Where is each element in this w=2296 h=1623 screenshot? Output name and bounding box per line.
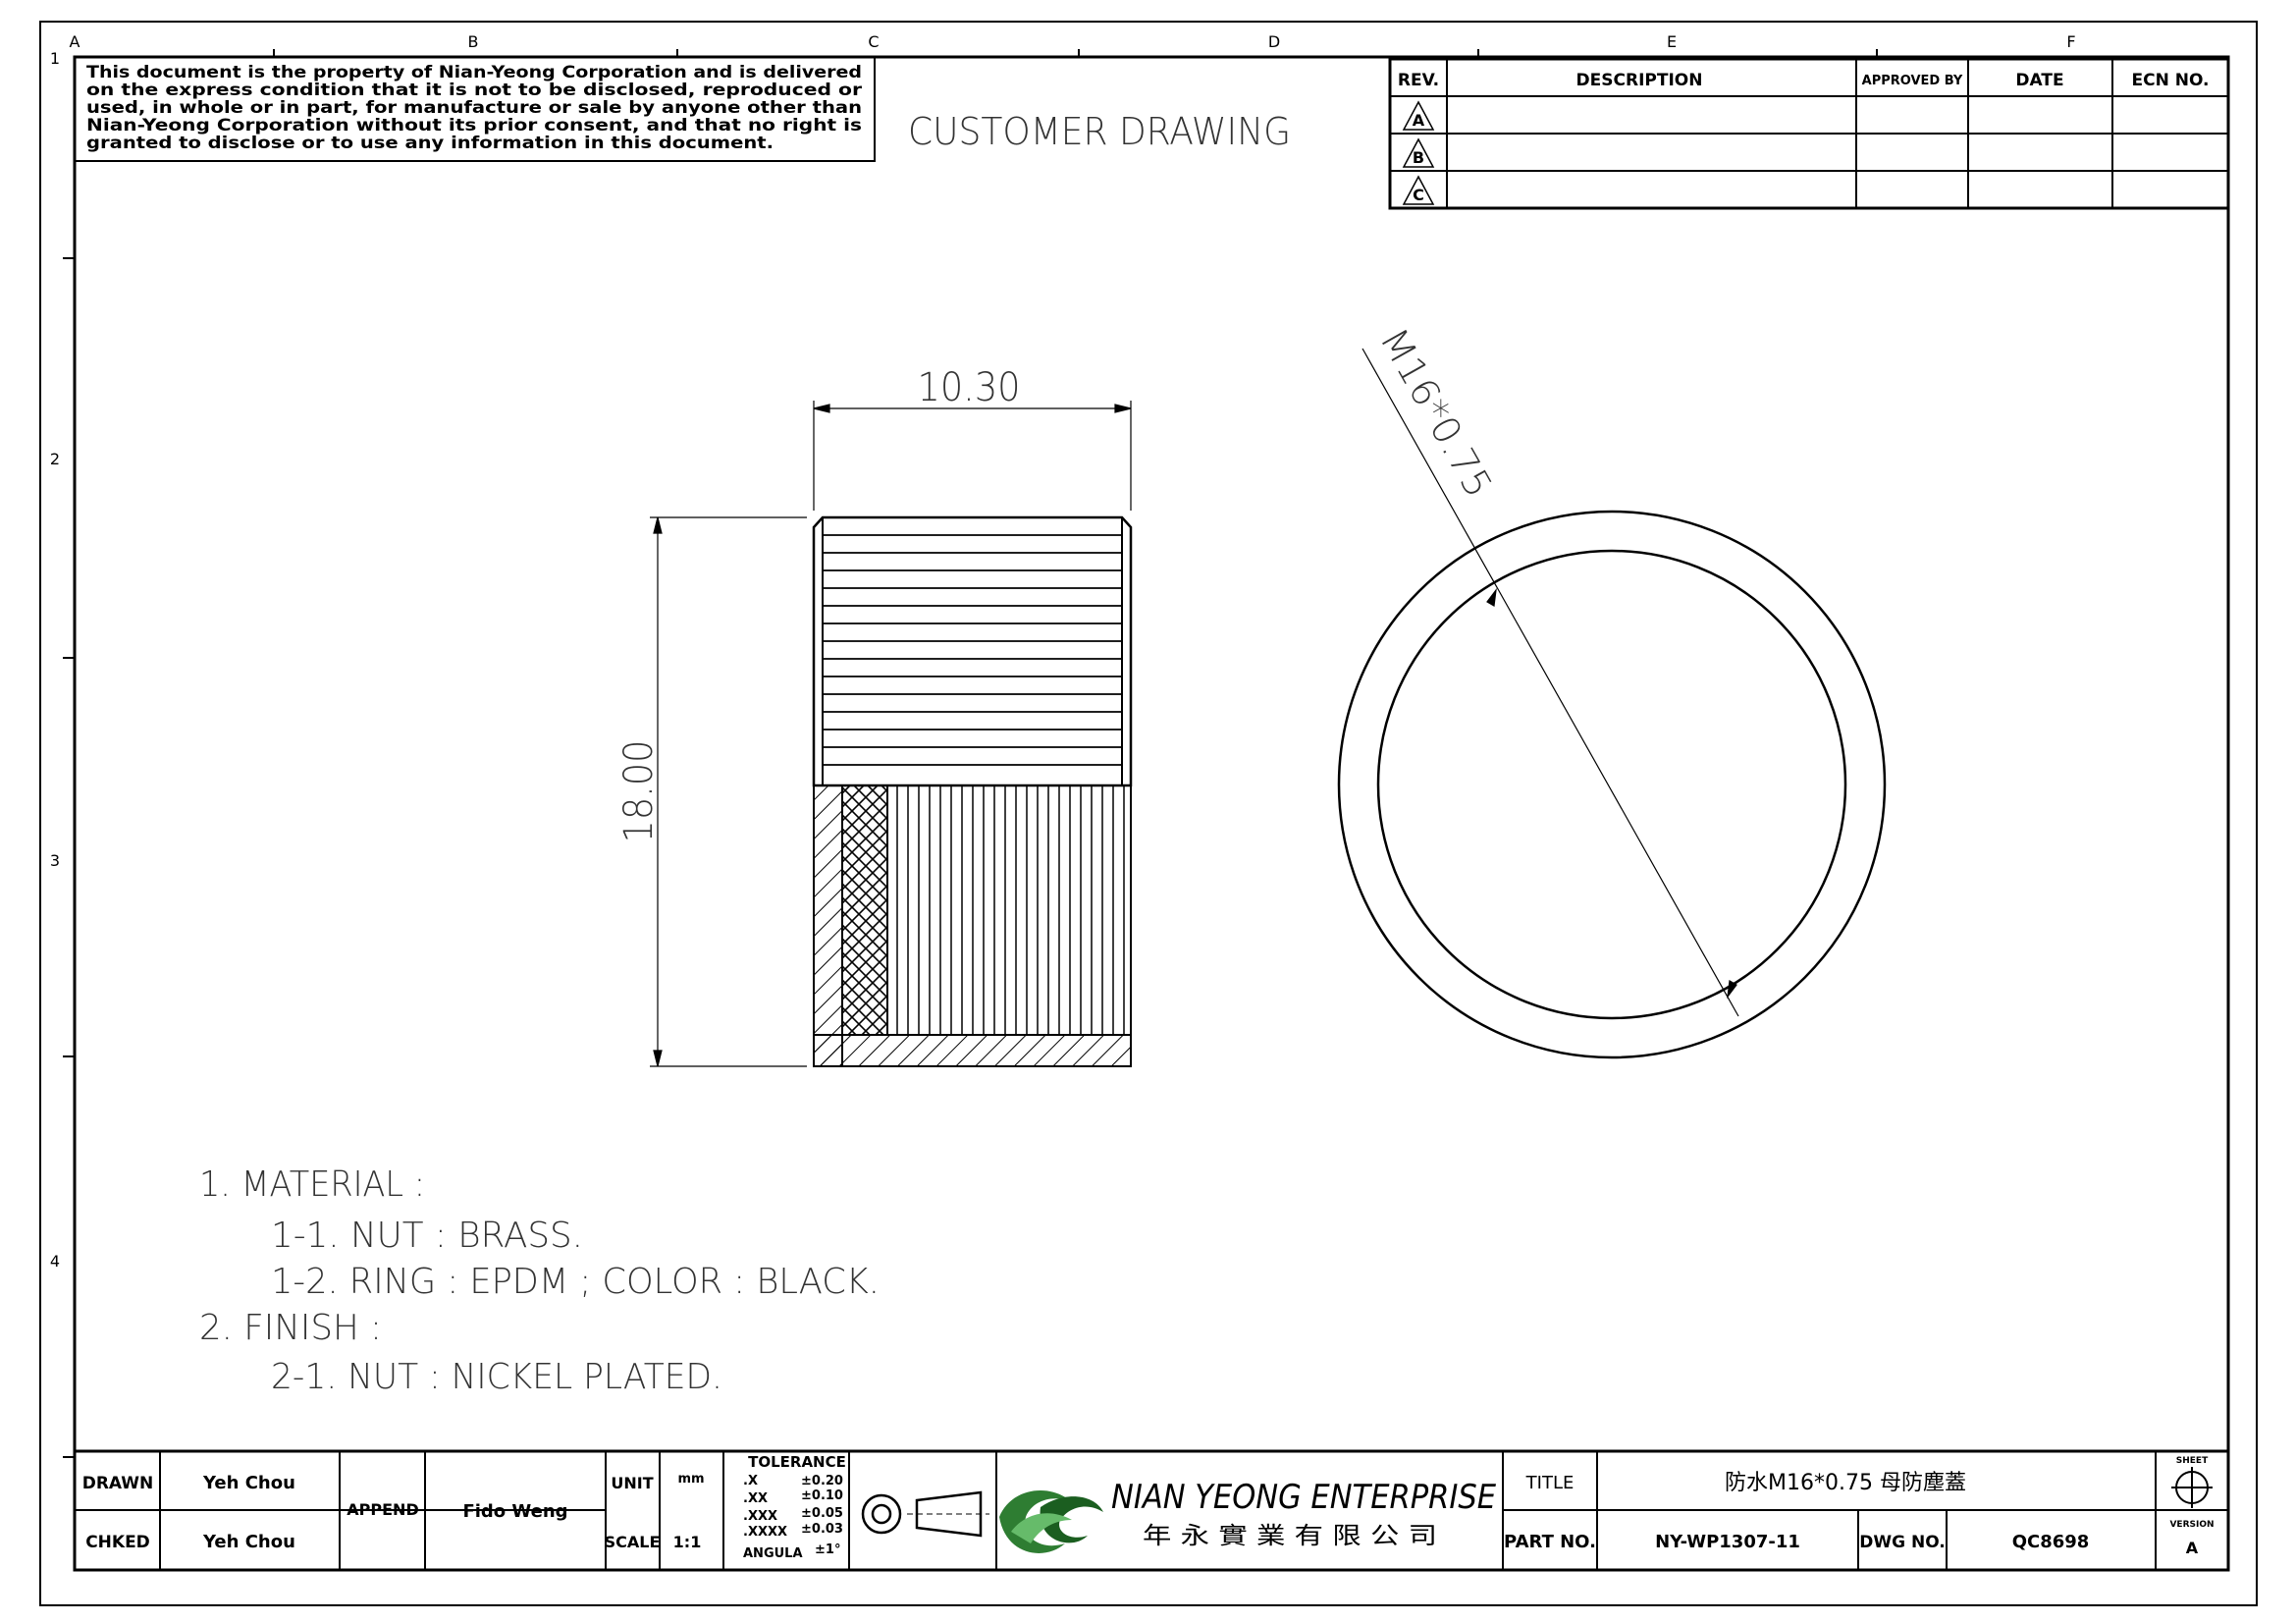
description-header: DESCRIPTION (1576, 71, 1703, 90)
inner-diameter-circle (1376, 549, 1847, 1020)
zone-ticks (63, 49, 1878, 1458)
tolerance-value-3: ±0.05 (801, 1506, 843, 1521)
part-no-value: NY-WP1307-11 (1655, 1532, 1800, 1552)
title-value: 防水M16*0.75 母防塵蓋 (1725, 1471, 1966, 1495)
projection-symbol-icon (861, 1490, 989, 1538)
epdm-ring-section (841, 784, 888, 1036)
tolerance-table: TOLERANCE .X ±0.20 .XX ±0.10 .XXX ±0.05 … (743, 1453, 846, 1561)
inner-border (73, 55, 2230, 1572)
nut-base-section (813, 1034, 1132, 1067)
internal-thread-region (886, 784, 1132, 1036)
append-label: APPEND (347, 1500, 418, 1519)
thread-lines (896, 785, 1125, 1035)
outer-border (39, 21, 2258, 1606)
notice-line-2: on the express condition that it is not … (86, 81, 863, 100)
drawn-label: DRAWN (82, 1474, 154, 1493)
checked-by-value: Yeh Chou (202, 1532, 295, 1552)
height-dimension (650, 516, 807, 1067)
notice-line-3: used, in whole or in part, for manufactu… (86, 98, 862, 118)
zone-col-e: E (1667, 32, 1677, 51)
zone-col-f: F (2066, 32, 2075, 51)
company-name: NIAN YEONG ENTERPRISE (1111, 1478, 1496, 1517)
zone-row-2: 2 (50, 450, 60, 468)
tolerance-value-5: ±1° (815, 1542, 840, 1557)
zone-row-4: 4 (50, 1252, 60, 1271)
scale-label: SCALE (605, 1533, 661, 1551)
zone-col-c: C (868, 32, 879, 51)
company-logo-icon (999, 1490, 1103, 1553)
height-dimension-value: 18.00 (616, 740, 662, 843)
nut-section-view (812, 515, 1133, 1067)
part-no-label: PART NO. (1504, 1532, 1596, 1552)
notice-line-5: granted to disclose or to use any inform… (86, 134, 774, 153)
zone-row-3: 3 (50, 851, 60, 870)
nut-wall-section (813, 784, 843, 1067)
tolerance-value-1: ±0.20 (801, 1474, 843, 1488)
rev-header: REV. (1398, 71, 1439, 90)
width-dimension-value: 10.30 (918, 365, 1021, 410)
zone-row-labels: 1 2 3 4 (50, 49, 60, 1271)
width-dimension (813, 401, 1132, 511)
tolerance-format-2: .XX (743, 1491, 768, 1506)
knurl-lines (823, 534, 1122, 766)
rev-a-label: A (1413, 111, 1425, 130)
nut-end-view (1337, 348, 1887, 1059)
scale-value: 1:1 (673, 1533, 702, 1551)
tolerance-heading: TOLERANCE (748, 1453, 846, 1471)
note-material-heading: 1. MATERIAL : (199, 1164, 425, 1205)
zone-col-b: B (468, 32, 479, 51)
dwg-no-value: QC8698 (2012, 1532, 2090, 1552)
sheet-target-icon (2171, 1467, 2213, 1508)
date-header: DATE (2015, 71, 2063, 90)
approved-by-header: APPROVED BY (1862, 74, 1963, 88)
tolerance-value-2: ±0.10 (801, 1488, 843, 1503)
append-by-value: Fido Weng (462, 1501, 567, 1522)
zone-column-labels: A B C D E F (70, 32, 2076, 51)
confidentiality-notice: This document is the property of Nian-Ye… (74, 56, 876, 162)
tolerance-format-4: .XXXX (743, 1525, 787, 1540)
notice-line-1: This document is the property of Nian-Ye… (86, 63, 862, 82)
drawn-by-value: Yeh Chou (202, 1473, 295, 1493)
revision-table (1388, 57, 2230, 210)
zone-col-d: D (1268, 32, 1280, 51)
note-ring-material: 1-2. RING : EPDM ; COLOR : BLACK. (271, 1262, 880, 1302)
note-nut-material: 1-1. NUT : BRASS. (271, 1216, 583, 1256)
tolerance-format-5: ANGULA (743, 1546, 803, 1561)
thread-dimension-value: M16*0.75 (1371, 321, 1501, 505)
company-name-chinese: 年 永 實 業 有 限 公 司 (1143, 1522, 1437, 1549)
rev-b-label: B (1413, 148, 1424, 167)
note-nut-finish: 2-1. NUT : NICKEL PLATED. (271, 1357, 722, 1397)
note-finish-heading: 2. FINISH : (199, 1308, 382, 1348)
tolerance-value-4: ±0.03 (801, 1522, 843, 1537)
drawing-type-title: CUSTOMER DRAWING (908, 110, 1291, 153)
version-value: A (2186, 1539, 2199, 1557)
zone-row-1: 1 (50, 49, 60, 68)
title-label: TITLE (1525, 1473, 1575, 1493)
title-block-grid (75, 1449, 2228, 1570)
unit-label: UNIT (611, 1474, 653, 1492)
zone-col-a: A (70, 32, 80, 51)
sheet-label: SHEET (2176, 1456, 2209, 1466)
dwg-no-label: DWG NO. (1859, 1533, 1946, 1552)
unit-value: mm (677, 1472, 704, 1487)
checked-label: CHKED (85, 1533, 150, 1552)
version-label: VERSION (2169, 1520, 2214, 1530)
rev-c-label: C (1413, 186, 1424, 204)
notice-line-4: Nian-Yeong Corporation without its prior… (86, 116, 862, 135)
tolerance-format-1: .X (743, 1474, 758, 1488)
material-notes: 1. MATERIAL : 1-1. NUT : BRASS. 1-2. RIN… (199, 1164, 880, 1397)
tolerance-format-3: .XXX (743, 1509, 777, 1524)
outer-diameter-circle (1337, 510, 1887, 1059)
ecn-no-header: ECN NO. (2132, 71, 2210, 90)
